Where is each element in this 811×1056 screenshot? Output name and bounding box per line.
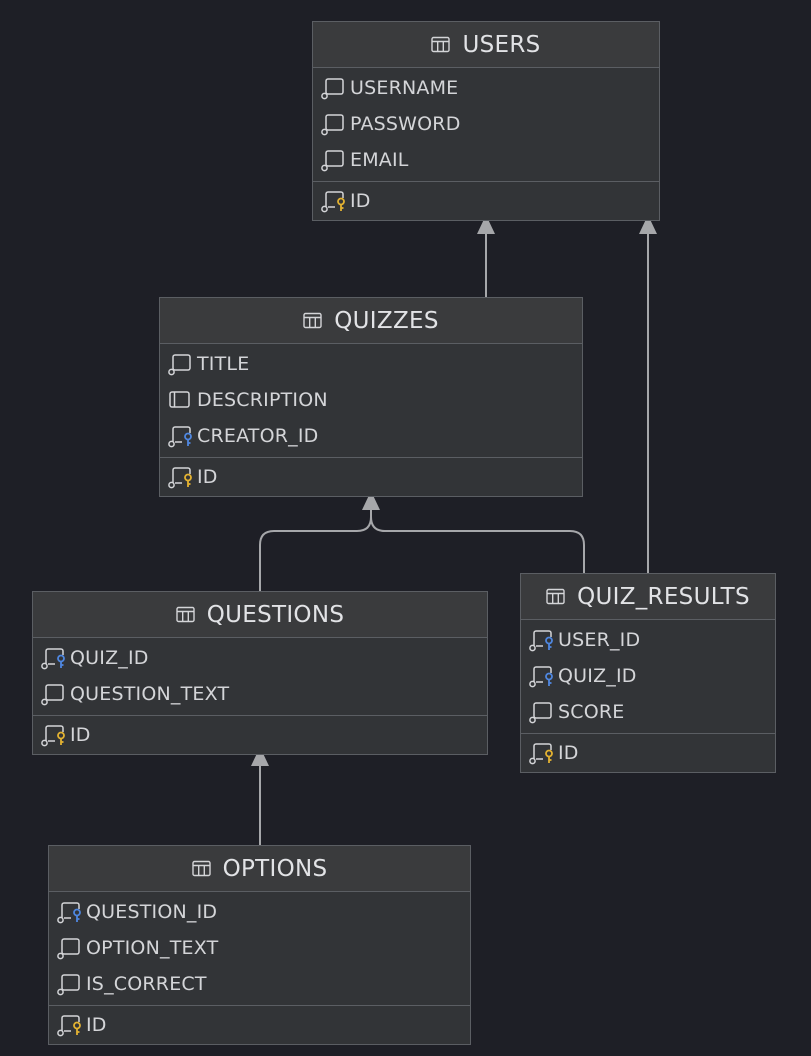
field-row[interactable]: OPTION_TEXT [49, 930, 470, 966]
field-row[interactable]: CREATOR_ID [160, 418, 582, 454]
primary-key-icon [320, 189, 347, 213]
column-icon [167, 352, 194, 376]
field-name: ID [86, 1014, 107, 1036]
entity-users[interactable]: USERS USERNAME PASSWORD EMAIL ID [312, 21, 660, 221]
foreign-key-icon [56, 900, 83, 924]
entity-questions[interactable]: QUESTIONS QUIZ_ID QUESTION_TEXT ID [32, 591, 488, 755]
entity-title: QUESTIONS [206, 601, 345, 628]
field-row[interactable]: TITLE [160, 346, 582, 382]
primary-key-section: ID [160, 457, 582, 496]
edge-questions-quizzes [259, 508, 372, 591]
table-icon [431, 36, 451, 53]
arrowhead-quizzes [362, 491, 380, 510]
entity-header: USERS [313, 22, 659, 68]
edge-quiz-results-quizzes [370, 516, 585, 573]
column-icon [56, 972, 83, 996]
field-name: IS_CORRECT [86, 973, 207, 995]
field-list: USER_ID QUIZ_ID SCORE [521, 620, 775, 733]
primary-key-section: ID [521, 733, 775, 772]
entity-title: QUIZZES [334, 307, 439, 334]
entity-title: USERS [462, 31, 541, 58]
field-row[interactable]: ID [33, 717, 487, 753]
field-name: QUESTION_TEXT [70, 683, 230, 705]
field-list: QUESTION_ID OPTION_TEXT IS_CORRECT [49, 892, 470, 1005]
column-icon [528, 700, 555, 724]
field-name: CREATOR_ID [197, 425, 319, 447]
foreign-key-icon [528, 664, 555, 688]
field-list: USERNAME PASSWORD EMAIL [313, 68, 659, 181]
arrowhead-users-left [477, 215, 495, 234]
field-row[interactable]: USERNAME [313, 70, 659, 106]
field-row[interactable]: QUIZ_ID [33, 640, 487, 676]
foreign-key-icon [528, 628, 555, 652]
arrowhead-users-right [639, 215, 657, 234]
entity-header: QUIZZES [160, 298, 582, 344]
field-name: ID [558, 742, 579, 764]
table-icon [546, 588, 565, 605]
field-row[interactable]: QUESTION_ID [49, 894, 470, 930]
primary-key-icon [56, 1013, 83, 1037]
column-icon [40, 682, 67, 706]
primary-key-icon [167, 465, 194, 489]
field-name: EMAIL [350, 149, 409, 171]
field-name: QUIZ_ID [70, 647, 149, 669]
table-icon [176, 606, 195, 623]
primary-key-icon [40, 723, 67, 747]
field-row[interactable]: QUIZ_ID [521, 658, 775, 694]
field-name: ID [350, 190, 371, 212]
entity-header: QUIZ_RESULTS [521, 574, 775, 620]
field-row[interactable]: PASSWORD [313, 106, 659, 142]
field-name: ID [197, 466, 218, 488]
entity-title: OPTIONS [222, 855, 328, 882]
entity-options[interactable]: OPTIONS QUESTION_ID OPTION_TEXT IS_CORRECT… [48, 845, 471, 1045]
field-name: TITLE [197, 353, 250, 375]
primary-key-section: ID [313, 181, 659, 220]
foreign-key-icon [167, 424, 194, 448]
field-row[interactable]: ID [160, 459, 582, 495]
field-row[interactable]: IS_CORRECT [49, 966, 470, 1002]
field-row[interactable]: QUESTION_TEXT [33, 676, 487, 712]
foreign-key-icon [40, 646, 67, 670]
field-row[interactable]: SCORE [521, 694, 775, 730]
field-row[interactable]: USER_ID [521, 622, 775, 658]
arrowhead-questions [251, 747, 269, 766]
entity-header: OPTIONS [49, 846, 470, 892]
field-name: SCORE [558, 701, 625, 723]
field-list: TITLE DESCRIPTION CREATOR_ID [160, 344, 582, 457]
field-name: USERNAME [350, 77, 459, 99]
entity-title: QUIZ_RESULTS [577, 583, 750, 610]
column-icon [320, 76, 347, 100]
field-list: QUIZ_ID QUESTION_TEXT [33, 638, 487, 715]
field-name: DESCRIPTION [197, 389, 328, 411]
field-name: QUIZ_ID [558, 665, 637, 687]
field-name: ID [70, 724, 91, 746]
entity-header: QUESTIONS [33, 592, 487, 638]
field-name: USER_ID [558, 629, 641, 651]
field-row[interactable]: ID [49, 1007, 470, 1043]
field-row[interactable]: ID [313, 183, 659, 219]
table-icon [191, 860, 211, 877]
column-icon [56, 936, 83, 960]
primary-key-section: ID [33, 715, 487, 754]
entity-quiz-results[interactable]: QUIZ_RESULTS USER_ID QUIZ_ID SCORE ID [520, 573, 776, 773]
column-icon [320, 112, 347, 136]
primary-key-icon [528, 741, 555, 765]
entity-quizzes[interactable]: QUIZZES TITLE DESCRIPTION CREATOR_ID ID [159, 297, 583, 497]
column-icon [320, 148, 347, 172]
field-name: PASSWORD [350, 113, 461, 135]
field-row[interactable]: DESCRIPTION [160, 382, 582, 418]
table-icon [303, 312, 322, 329]
field-row[interactable]: ID [521, 735, 775, 771]
nullable-column-icon [167, 388, 194, 412]
field-name: QUESTION_ID [86, 901, 218, 923]
field-name: OPTION_TEXT [86, 937, 219, 959]
primary-key-section: ID [49, 1005, 470, 1044]
field-row[interactable]: EMAIL [313, 142, 659, 178]
